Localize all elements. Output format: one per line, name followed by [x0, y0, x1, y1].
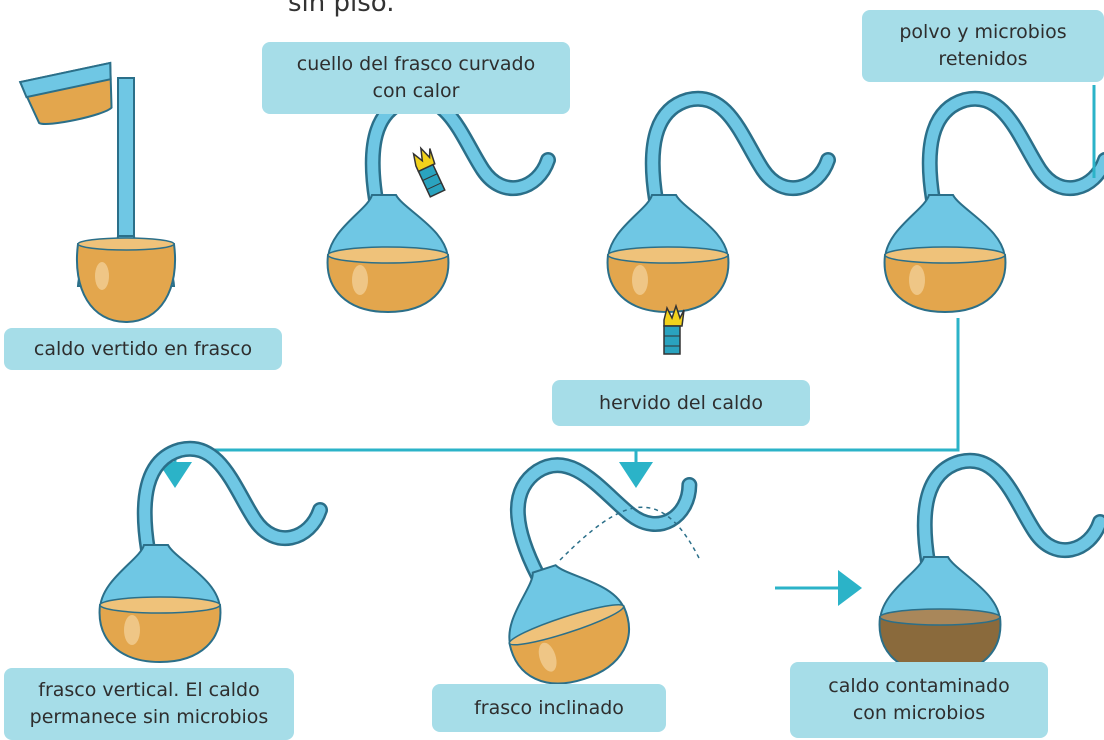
label-contaminated: caldo contaminado con microbios	[790, 662, 1048, 738]
label-neck: cuello del frasco curvado con calor	[262, 42, 570, 114]
flame-icon	[663, 305, 685, 355]
label-tilted: frasco inclinado	[432, 684, 666, 732]
flask-pouring	[18, 61, 177, 324]
arrow-down-icon	[158, 462, 192, 488]
label-pour: caldo vertido en frasco	[4, 328, 282, 370]
flask-boiling	[608, 99, 828, 312]
arrow-down-icon	[619, 462, 653, 488]
label-dust: polvo y microbios retenidos	[862, 10, 1104, 82]
flame-icon	[409, 144, 450, 198]
flask-contaminated	[880, 461, 1100, 674]
flask-dust-retained	[885, 99, 1104, 312]
flask-vertical	[100, 449, 320, 662]
arrow-right-icon	[838, 570, 862, 606]
label-vertical: frasco vertical. El caldo permanece sin …	[4, 668, 294, 740]
flask-neck-heated	[328, 99, 548, 312]
header-text-fragment: sin piso.	[288, 0, 395, 18]
label-boil: hervido del caldo	[552, 380, 810, 426]
flask-tilted	[461, 427, 737, 698]
